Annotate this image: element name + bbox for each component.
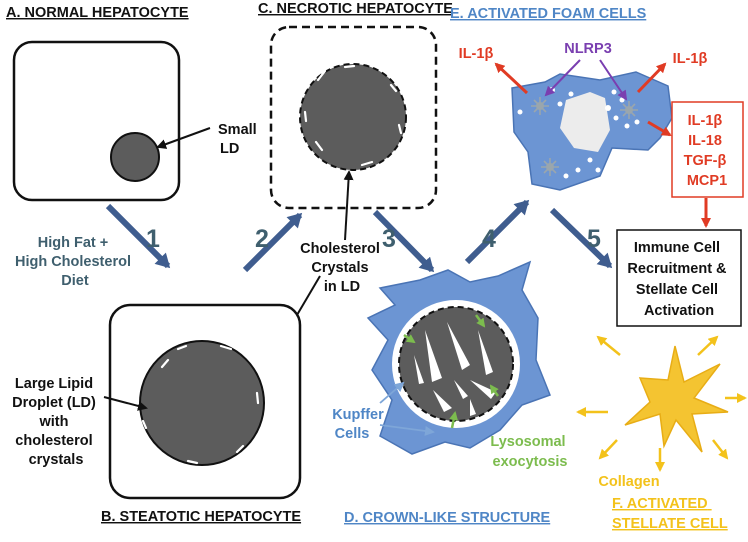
immune-recruitment-box: [616, 229, 742, 327]
small-ld-pointer-arrow: [156, 127, 211, 149]
panel-a-title: A. NORMAL HEPATOCYTE: [6, 5, 189, 21]
kupffer-pointer-lower: [379, 424, 435, 436]
foam-cell-gap: [560, 92, 610, 152]
step-numbers: 1 2 3 4 5: [146, 225, 601, 253]
large-ld-label: Large Lipid Droplet (LD) with cholestero…: [12, 376, 100, 468]
small-lipid-droplet: [110, 132, 160, 182]
panel-f-activated-stellate-cell: Collagen F. ACTIVATED STELLATE CELL: [576, 335, 747, 532]
panel-d-crown-like-structure: Kupffer Cells Lysosomal exocytosis D. CR…: [332, 260, 569, 526]
step-number-5: 5: [587, 225, 601, 253]
nlrp3-inflammasome-icons: [531, 97, 638, 176]
panel-e-activated-foam-cells: E. ACTIVATED FOAM CELLS NLRP3 IL-1β IL-1…: [450, 6, 744, 228]
kupffer-cells-label: Kupffer Cells: [332, 407, 388, 442]
panel-b-steatotic-hepatocyte: Large Lipid Droplet (LD) with cholestero…: [12, 303, 301, 525]
nlrp3-label: NLRP3: [564, 41, 612, 57]
step-arrow-5: [549, 207, 613, 269]
large-ld-pointer-arrow: [103, 396, 148, 411]
cytokine-list: IL-1β IL-18 TGF-β MCP1: [684, 113, 731, 189]
lysosomal-exocytosis-arrows: [403, 314, 500, 429]
il1b-left-arrow: [494, 62, 529, 95]
panel-a-normal-hepatocyte: A. NORMAL HEPATOCYTE Small LD: [6, 5, 261, 202]
cytokine-box: [671, 101, 744, 198]
panel-e-title: E. ACTIVATED FOAM CELLS: [450, 6, 647, 22]
collagen-arrows: [576, 335, 747, 472]
small-ld-label: Small LD: [218, 122, 261, 157]
panel-c-title: C. NECROTIC HEPATOCYTE: [258, 1, 453, 17]
crystals-pointer-to-necrotic: [343, 170, 354, 241]
stellate-cell-body: [624, 345, 729, 453]
il1b-right-label: IL-1β: [673, 51, 708, 67]
lysosomal-exocytosis-label: Lysosomal exocytosis: [490, 434, 569, 470]
step-arrows: [105, 199, 613, 273]
step-number-3: 3: [382, 225, 396, 253]
step-number-2: 2: [255, 225, 269, 253]
step-arrow-2: [242, 212, 303, 273]
crown-lipid-droplet: [398, 306, 514, 422]
collagen-label: Collagen: [598, 474, 659, 490]
panel-d-title: D. CROWN-LIKE STRUCTURE: [344, 510, 551, 526]
step-number-4: 4: [482, 225, 496, 253]
panel-f-title: F. ACTIVATED STELLATE CELL: [612, 496, 728, 532]
panel-c-necrotic-hepatocyte: C. NECROTIC HEPATOCYTE Cholesterol Cryst…: [258, 1, 453, 356]
diet-label: High Fat + High Cholesterol Diet: [15, 235, 135, 289]
necrotic-lipid-droplet: [299, 63, 407, 171]
il1b-left-label: IL-1β: [459, 46, 494, 62]
il1b-right-arrow: [636, 62, 667, 94]
nlrp3-pointer-right: [599, 59, 628, 101]
immune-recruitment-label: Immune Cell Recruitment & Stellate Cell …: [627, 240, 730, 319]
panel-b-title: B. STEATOTIC HEPATOCYTE: [101, 509, 301, 525]
step-number-1: 1: [146, 225, 160, 253]
cholesterol-crystals-label: Cholesterol Crystals in LD: [300, 241, 384, 295]
large-lipid-droplet: [139, 340, 265, 466]
step-arrow-3: [372, 209, 435, 273]
kupffer-pointer-upper: [379, 381, 405, 404]
cytokine-release-arrow: [647, 120, 672, 137]
normal-hepatocyte-cell: [12, 40, 181, 202]
step-arrow-1: [105, 203, 171, 269]
nlrp3-pointer-left: [544, 59, 581, 97]
step-arrow-4: [464, 199, 530, 265]
